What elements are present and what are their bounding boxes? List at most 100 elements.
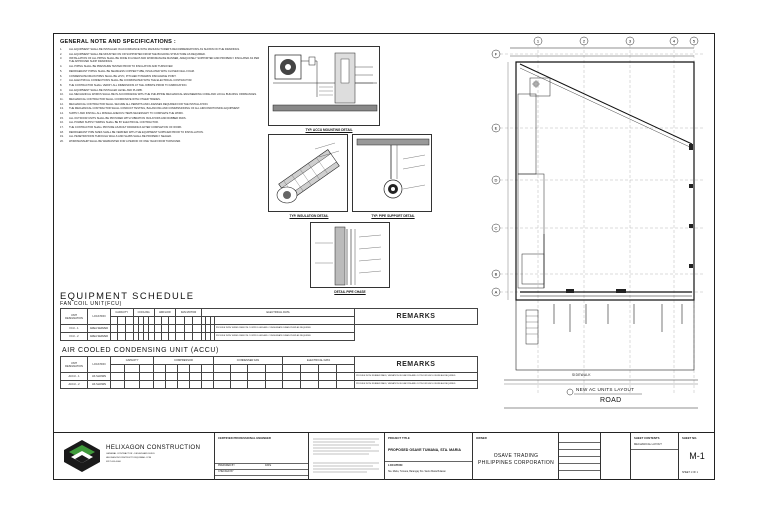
sheet-contents-text: MECHANICAL LAYOUT	[634, 443, 662, 446]
insulation-caption: TYP. INSULATION DETAIL	[289, 214, 329, 218]
general-notes-list: 1. ALL EQUIPMENT SHALL BE INSTALLED IN AC…	[60, 48, 260, 145]
revision-cell	[558, 433, 601, 480]
fcu-head-electrical: ELECTRICAL DATA	[201, 308, 355, 317]
general-note-text: ALL ELECTRICAL CONNECTIONS SHALL BE COOR…	[69, 79, 193, 83]
general-note-number: 19.	[60, 135, 64, 139]
general-note-item: 12. MECHANICAL CONTRACTOR SHALL SECURE AL…	[60, 103, 260, 106]
fcu-head-airflow: AIRFLOW	[153, 308, 176, 317]
acu-head-unit: UNIT DESIGNATION	[60, 356, 88, 373]
grid-bubble-a: A	[495, 290, 498, 295]
fcu-row-remarks: PROVIDE WITH WIRED REMOTE CONTROLLER AND…	[213, 332, 356, 341]
acu-row-remarks: PROVIDE WITH RUBBER PADS, VIBRATION ISOL…	[354, 372, 478, 381]
acu-row-tag: ACCU - 2	[60, 380, 88, 389]
sidewalk-label: SIDEWALK	[572, 373, 591, 377]
general-note-number: 12.	[60, 102, 64, 106]
general-note-text: REFRIGERANT PIPING SHALL BE SEAMLESS COP…	[69, 69, 195, 73]
grid-bubble-2: 2	[583, 39, 586, 44]
sheet-number: M-1	[689, 451, 705, 461]
general-note-text: ALL MECHANICAL WORKS SHALL BE IN ACCORDA…	[69, 93, 257, 97]
general-note-number: 13.	[60, 107, 64, 111]
fcu-row-location: AREA SERVED	[87, 324, 111, 333]
acu-row-tag: ACCU - 1	[60, 372, 88, 381]
general-note-item: 18.REFRIGERANT PIPE SIZES SHALL BE VERIF…	[60, 131, 260, 134]
insulation-drawing	[276, 142, 340, 204]
general-note-text: THE CONTRACTOR SHALL PROVIDE AS-BUILT DR…	[69, 126, 183, 130]
company-line-3: 0917-000-0000	[106, 461, 121, 463]
stamp-text-lines	[313, 438, 379, 473]
pipe-support-detail	[352, 134, 432, 212]
general-note-text: THE CONTRACTOR SHALL VERIFY ALL DIMENSIO…	[69, 83, 188, 87]
general-note-number: 14.	[60, 112, 64, 116]
general-note-text: MECHANICAL CONTRACTOR SHALL COORDINATE W…	[69, 97, 161, 101]
equipment-schedule-title: EQUIPMENT SCHEDULE	[60, 290, 195, 301]
acu-head-capacity: CAPACITY	[109, 356, 155, 365]
general-note-number: 4.	[60, 65, 63, 69]
company-cell: HELIXAGON CONSTRUCTION GENERAL CONTRACTO…	[54, 433, 214, 480]
general-note-text: ALL EQUIPMENT SHALL BE MOUNTED ON OR SUP…	[69, 52, 206, 56]
grid-bubble-4: 4	[673, 39, 676, 44]
sheet-contents-head: SHEET CONTENTS	[634, 436, 660, 440]
pipe-chase-drawing	[315, 226, 382, 286]
general-note-text: ALL EQUIPMENT SHALL BE INSTALLED IN ACCO…	[69, 48, 240, 51]
pipe-chase-detail	[310, 222, 390, 288]
sheet-number-head: SHEET NO.	[682, 436, 698, 440]
project-head: PROJECT TITLE	[388, 436, 410, 440]
title-block: HELIXAGON CONSTRUCTION GENERAL CONTRACTO…	[54, 432, 714, 480]
road-label: ROAD	[600, 397, 622, 404]
general-note-item: 19. ALL PENETRATIONS THROUGH WALLS AND SL…	[60, 135, 260, 138]
grid-bubble-3: 3	[629, 39, 632, 44]
pipe-support-drawing	[356, 138, 430, 199]
grid-bubble-5: 5	[693, 39, 696, 44]
floor-plan: 1 2 3 4 5 F	[486, 34, 716, 422]
general-note-item: 5. REFRIGERANT PIPING SHALL BE SEAMLESS C…	[60, 70, 260, 73]
general-note-text: SUPPLY AND INSTALL ALL MISCELLANEOUS ITE…	[69, 112, 184, 116]
general-note-item: 11.MECHANICAL CONTRACTOR SHALL COORDINAT…	[60, 98, 260, 101]
grid-bubble-b: B	[495, 272, 498, 277]
stamp-cell	[308, 433, 384, 480]
checked-label: CHECKED BY	[218, 470, 234, 473]
general-note-number: 5.	[60, 69, 63, 73]
acu-mounting-drawing	[272, 52, 378, 112]
fcu-head-location: LOCATION	[87, 308, 111, 325]
drawing-sheet: GENERAL NOTE AND SPECIFICATIONS : 1.ALL …	[53, 33, 715, 480]
general-note-item: 3.INSTALLATION OF ALL PIPING SHALL BE DO…	[60, 57, 260, 63]
acu-mounting-caption: TYP. ACCU MOUNTING DETAIL	[305, 128, 353, 132]
general-note-number: 15.	[60, 116, 64, 120]
fcu-head-capacity: CAPACITY	[110, 308, 134, 317]
owner-line-2: PHILIPPINES CORPORATION	[478, 460, 554, 466]
acu-head-compressor: COMPRESSOR	[153, 356, 214, 365]
general-note-text: MECHANICAL CONTRACTOR SHALL SECURE ALL P…	[69, 102, 209, 106]
acu-head-remarks: REMARKS	[354, 356, 478, 373]
general-note-number: 1.	[60, 48, 63, 51]
prepared-label: PREPARED BY	[218, 464, 235, 467]
grid-bubble-1: 1	[537, 39, 540, 44]
acu-head-location: LOCATION	[87, 356, 111, 373]
company-logo	[64, 440, 100, 472]
acu-head-electrical: ELECTRICAL DATA	[282, 356, 355, 365]
project-title: PROPOSED OSAVE TUMANA, STA. MARIA	[388, 448, 461, 452]
project-cell: PROJECT TITLE PROPOSED OSAVE TUMANA, STA…	[384, 433, 473, 480]
date-label: DATE	[265, 464, 272, 467]
acu-schedule-table: UNIT DESIGNATION LOCATION CAPACITY COMPR…	[60, 356, 478, 389]
general-note-text: CONDENSATE DRAIN PIPES SHALL BE uPVC, PI…	[69, 74, 177, 78]
company-line-1: GENERAL CONTRACTOR - DESIGN AND BUILD	[106, 453, 155, 455]
grid-bubble-c: C	[495, 226, 498, 231]
general-note-text: ALL PENETRATIONS THROUGH WALLS AND SLABS…	[69, 135, 172, 139]
general-note-text: THE MECHANICAL CONTRACTOR SHALL CONDUCT …	[69, 107, 241, 111]
table-row: ACCU - 2 AS SHOWN PROVIDE WITH RUBBER PA…	[60, 380, 478, 389]
general-note-number: 8.	[60, 83, 63, 87]
fcu-row-tag: FCU - 2	[60, 332, 88, 341]
sheet-total: SHEET 1 OF 1	[682, 471, 698, 474]
general-note-item: 2.ALL EQUIPMENT SHALL BE MOUNTED ON OR S…	[60, 53, 260, 56]
grid-bubbles-top: 1 2 3 4 5	[533, 36, 699, 46]
general-note-item: 9.ALL EQUIPMENT SHALL BE INSTALLED LEVEL…	[60, 89, 260, 92]
sheet-number-cell: SHEET NO. M-1 SHEET 1 OF 1	[678, 433, 714, 480]
owner-head: OWNER	[476, 436, 487, 440]
pipe-support-caption: TYP. PIPE SUPPORT DETAIL	[371, 214, 415, 218]
fcu-row-tag: FCU - 1	[60, 324, 88, 333]
fcu-head-unit: UNIT DESIGNATION	[60, 308, 88, 325]
blank-cell	[600, 433, 630, 480]
general-note-item: 16.ALL POWER SUPPLY WIRING SHALL BE BY E…	[60, 121, 260, 124]
acu-head-condenser: CONDENSER FAN	[212, 356, 284, 365]
general-note-text: INSTALLATION OF ALL PIPING SHALL BE DONE…	[69, 57, 260, 64]
